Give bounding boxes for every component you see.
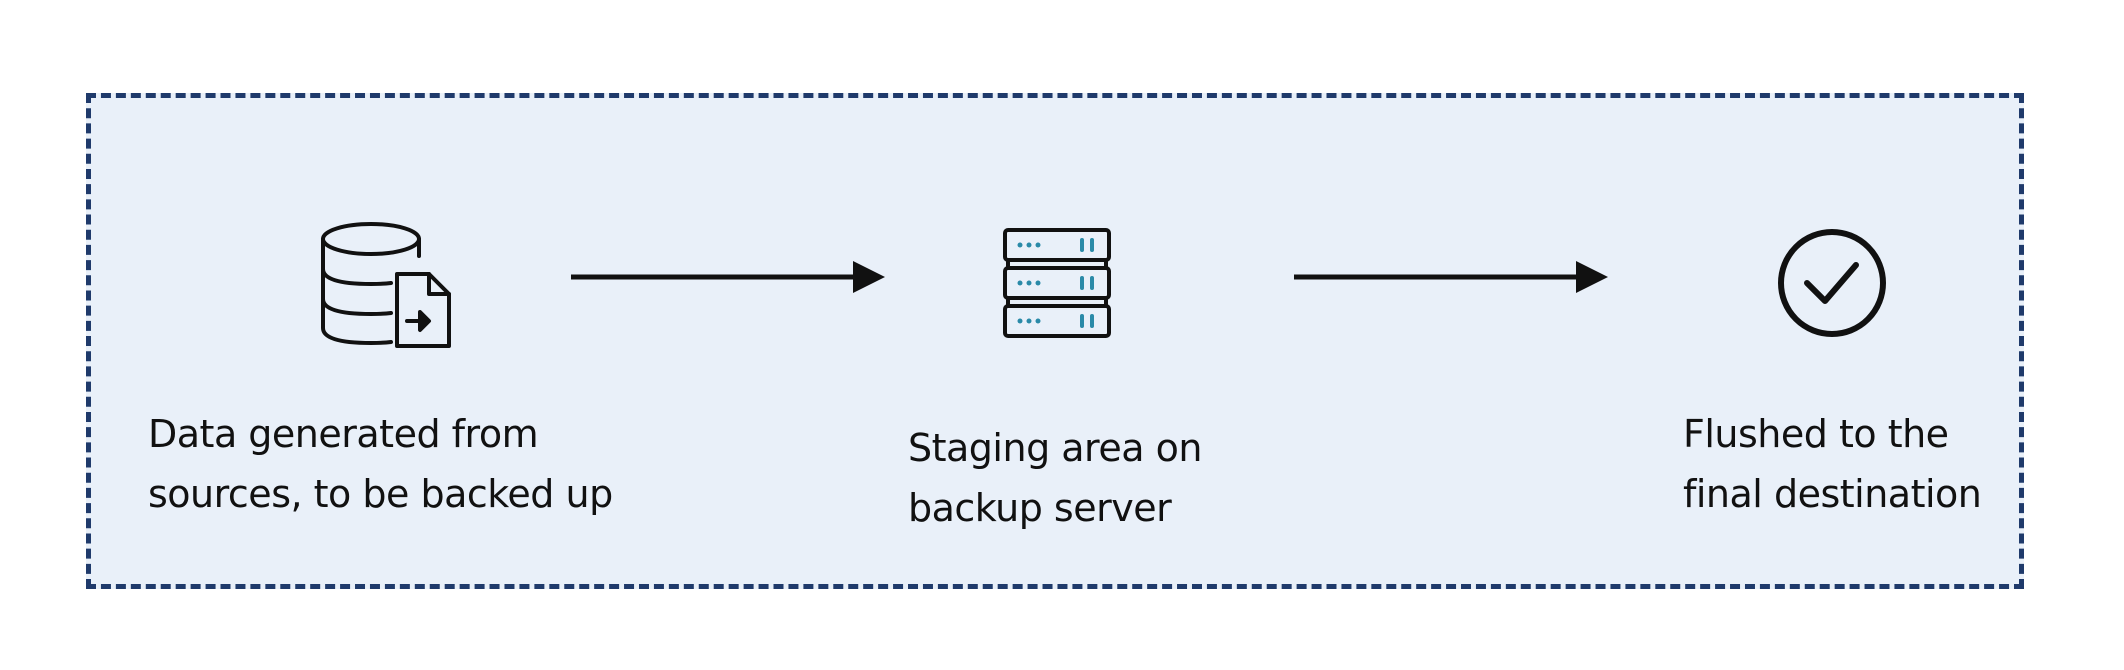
step-label-staging: Staging area on backup server [908, 418, 1202, 538]
check-circle-icon [1776, 227, 1888, 339]
step-label-line: Data generated from [148, 412, 539, 456]
diagram-container: Data generated from sources, to be backe… [86, 93, 2024, 589]
step-label-destination: Flushed to the final destination [1683, 404, 1982, 524]
step-label-source: Data generated from sources, to be backe… [148, 404, 613, 524]
flow-arrow-2 [1294, 257, 1614, 301]
step-label-line: backup server [908, 486, 1172, 530]
step-label-line: sources, to be backed up [148, 472, 613, 516]
database-export-icon [321, 218, 461, 358]
flow-arrow-1 [571, 257, 891, 301]
step-label-line: Flushed to the [1683, 412, 1949, 456]
server-rack-icon [1002, 226, 1114, 344]
step-label-line: final destination [1683, 472, 1982, 516]
step-label-line: Staging area on [908, 426, 1202, 470]
